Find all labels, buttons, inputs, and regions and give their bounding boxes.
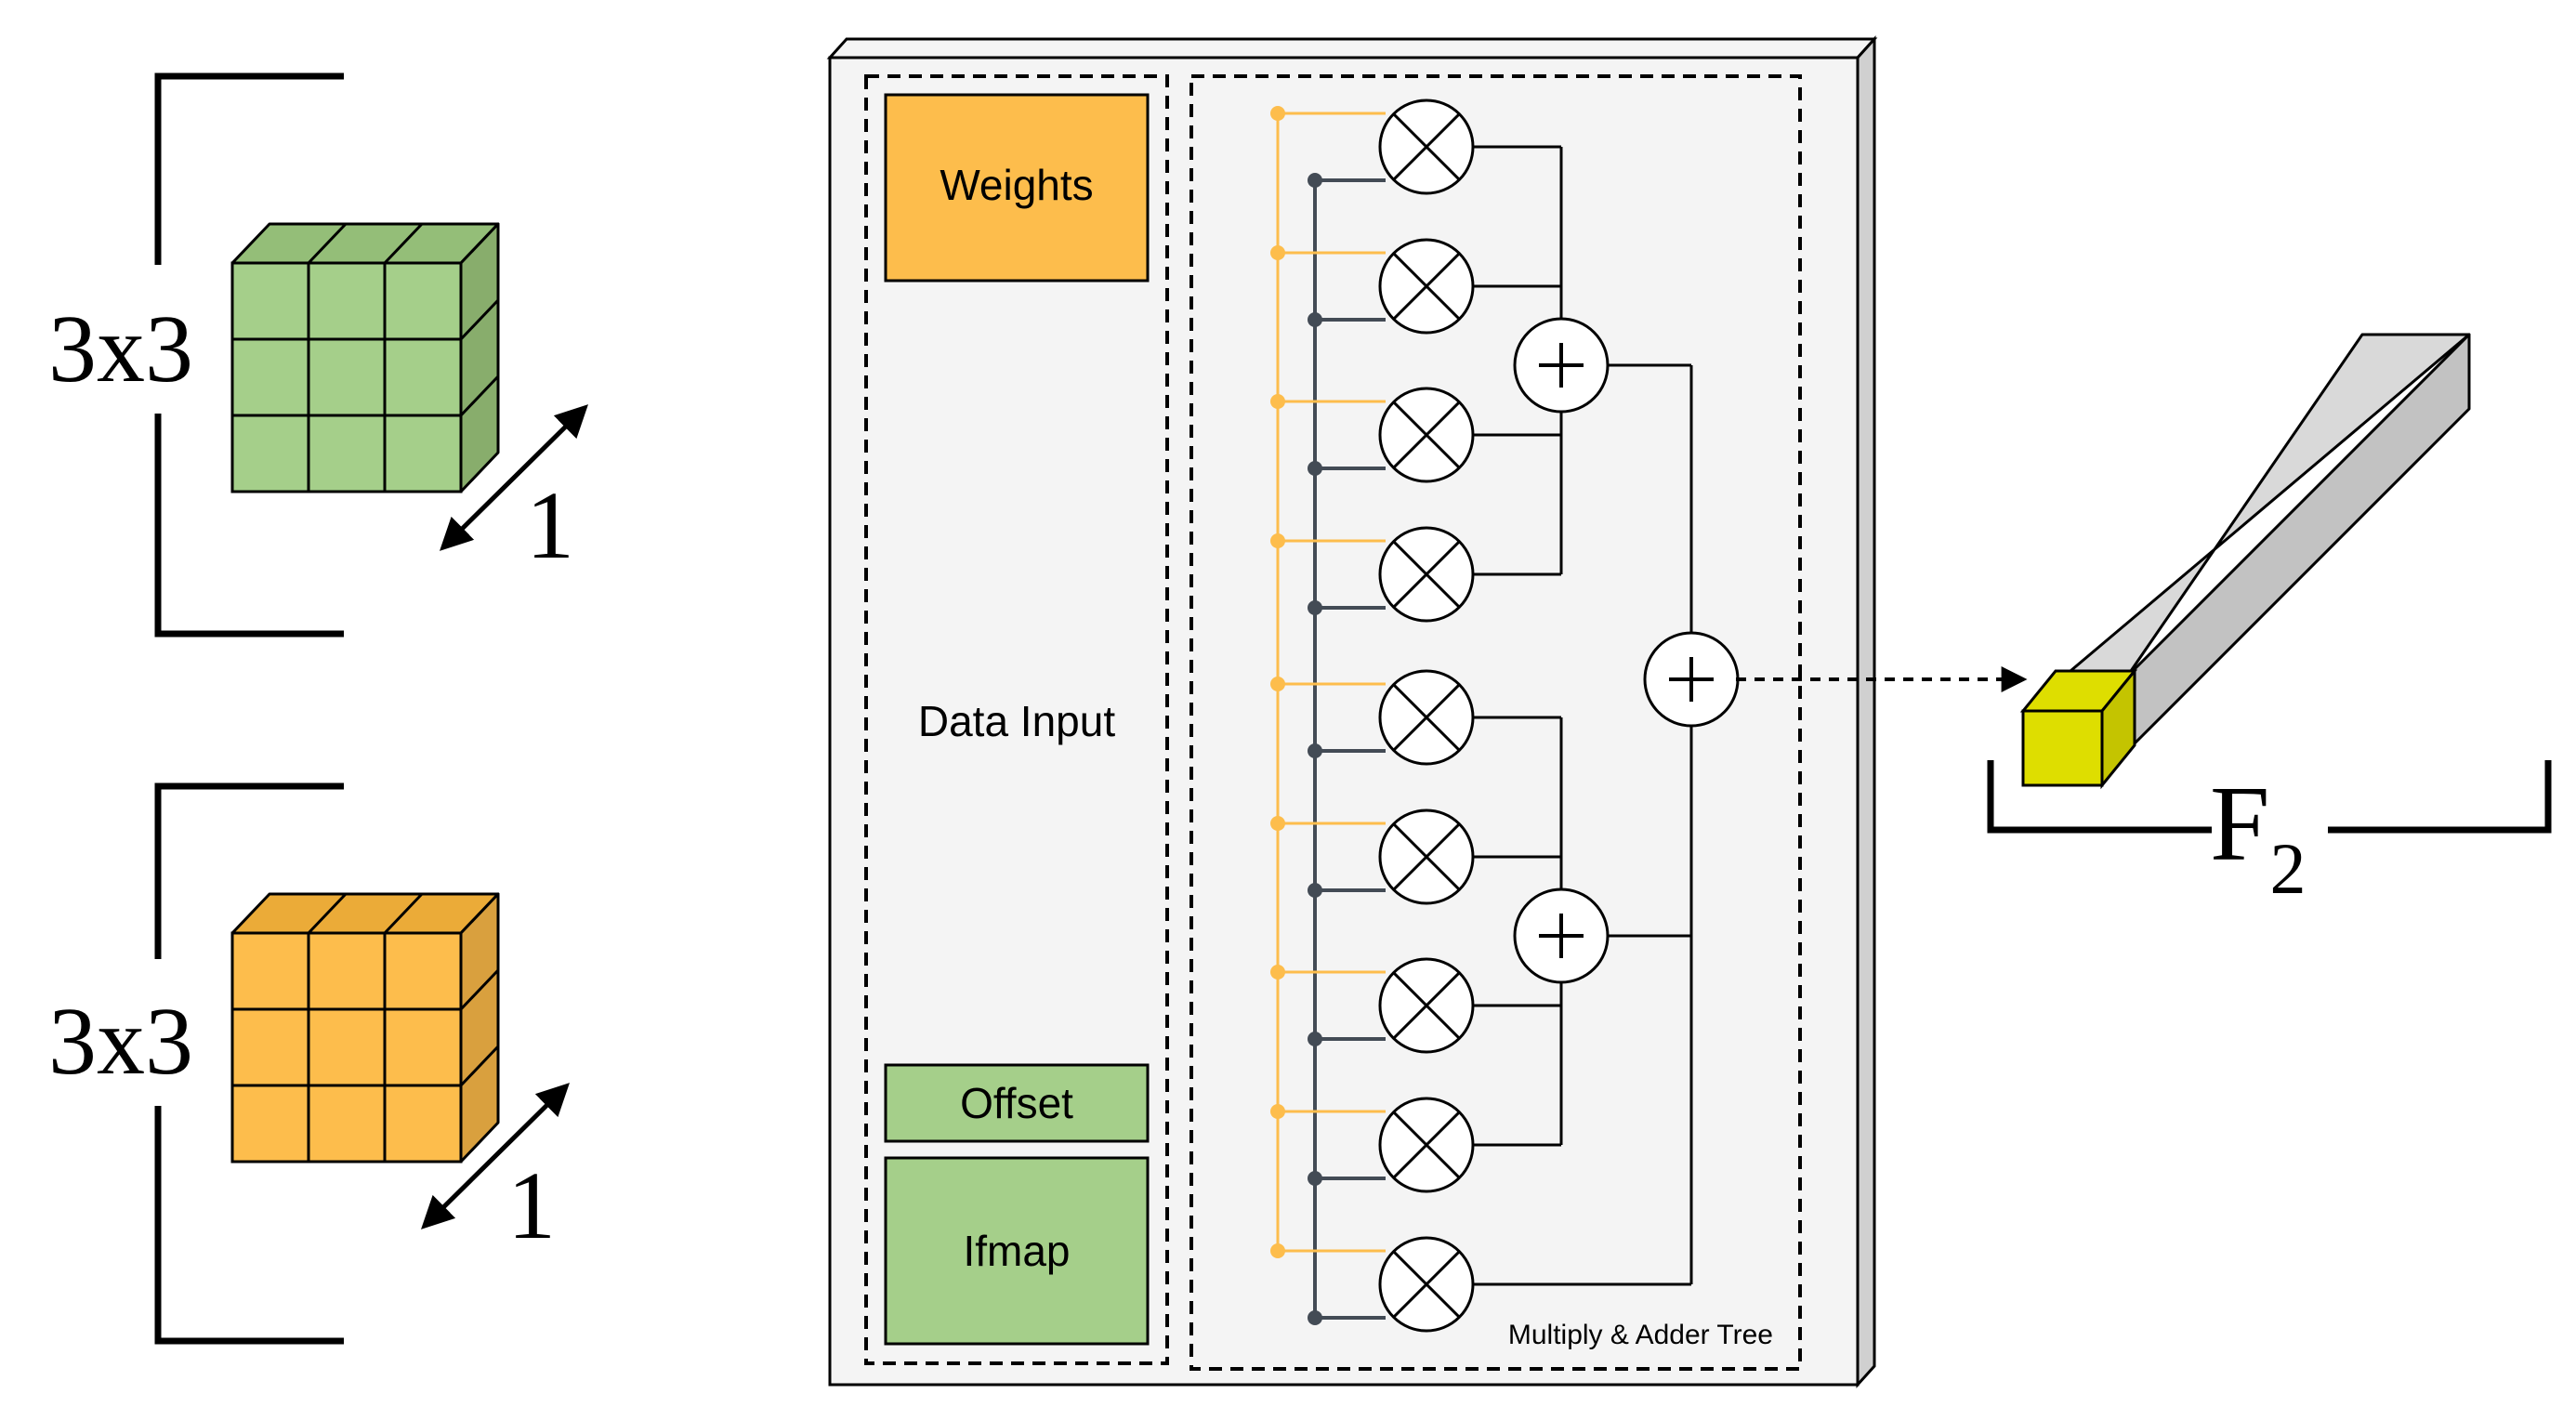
top-kernel-depth-arrow (440, 404, 588, 551)
data-tap-dot (1308, 883, 1322, 898)
multiply-icon (1392, 401, 1461, 469)
bottom-cube-grid-line (383, 892, 424, 935)
multiply-icon (1392, 112, 1461, 181)
weight-tap-dot (1270, 394, 1285, 409)
output-bracket (1987, 760, 2552, 834)
top-cube-side-face (459, 222, 500, 493)
offset-block (884, 1063, 1150, 1143)
multiply-adder-tree (1270, 99, 1740, 1333)
ifmap-label: Ifmap (963, 1227, 1070, 1275)
bottom-kernel-size-label: 3x3 (48, 988, 193, 1095)
data-input-region (864, 74, 1169, 1365)
weight-tap-dot (1270, 106, 1285, 121)
weight-tap-dot (1270, 533, 1285, 548)
offset-label: Offset (960, 1079, 1073, 1127)
top-cube-grid-line (459, 298, 500, 341)
weight-tap-dot (1270, 816, 1285, 831)
processing-unit-top-face (826, 37, 1878, 59)
top-kernel-cube (230, 222, 500, 493)
bottom-kernel-depth-arrow (421, 1083, 570, 1229)
data-tap-dot (1308, 600, 1322, 615)
bottom-cube-grid-line (307, 892, 348, 935)
bottom-cube-side-face (459, 892, 500, 1164)
bottom-kernel-group: 3x3 1 (48, 782, 570, 1345)
top-cube-top-face (230, 222, 500, 265)
data-tap-dot (1308, 1171, 1322, 1186)
output-channel-label: F2 (2210, 765, 2307, 909)
weights-label: Weights (940, 161, 1093, 209)
multiply-adder-tree-label: Multiply & Adder Tree (1508, 1320, 1773, 1350)
processing-unit-side-face (1856, 35, 1876, 1388)
data-tap-dot (1308, 461, 1322, 476)
data-tap-dot (1308, 743, 1322, 758)
multiply-icon (1392, 683, 1461, 752)
top-kernel-depth-label: 1 (526, 472, 574, 579)
bottom-kernel-depth-label: 1 (507, 1152, 556, 1259)
multiply-icon (1392, 540, 1461, 609)
processing-unit: Weights Data Input Offset Ifmap Multiply… (826, 35, 1878, 1388)
data-input-label: Data Input (918, 697, 1115, 745)
bottom-cube-grid-line (459, 968, 500, 1011)
multiply-icon (1392, 252, 1461, 321)
output-pixel-front (2021, 709, 2104, 787)
data-tap-dot (1308, 312, 1322, 327)
weight-tap-dot (1270, 1243, 1285, 1258)
output-feature-map: F2 (1987, 333, 2552, 909)
multiply-icon (1392, 971, 1461, 1040)
top-kernel-group: 3x3 1 (48, 72, 588, 638)
data-tap-dot (1308, 1032, 1322, 1046)
ifmap-block (884, 1156, 1150, 1346)
multiply-icon (1392, 1111, 1461, 1179)
weights-block (884, 93, 1150, 283)
top-kernel-size-label: 3x3 (48, 296, 193, 402)
weight-tap-dot (1270, 1104, 1285, 1119)
top-kernel-bracket (154, 72, 344, 638)
data-tap-dot (1308, 173, 1322, 188)
weight-tap-dot (1270, 677, 1285, 691)
output-pixel-side (2100, 666, 2136, 790)
multiply-icon (1392, 822, 1461, 891)
output-bar-top-face (2021, 333, 2471, 713)
data-tap-dot (1308, 1310, 1322, 1325)
weight-tap-dot (1270, 965, 1285, 980)
bottom-cube-grid-line (459, 1045, 500, 1087)
multiply-icon (1392, 1250, 1461, 1319)
output-bar-side-face (2131, 333, 2471, 747)
multiply-adder-tree-region (1189, 74, 1802, 1371)
bottom-cube-top-face (230, 892, 500, 935)
bottom-kernel-bracket (154, 782, 344, 1345)
bottom-cube-front-face (230, 931, 463, 1164)
weight-tap-dot (1270, 245, 1285, 260)
top-cube-front-face (230, 261, 463, 493)
top-cube-grid-line (383, 222, 424, 265)
bottom-kernel-cube (230, 892, 500, 1164)
top-cube-grid-line (307, 222, 348, 265)
